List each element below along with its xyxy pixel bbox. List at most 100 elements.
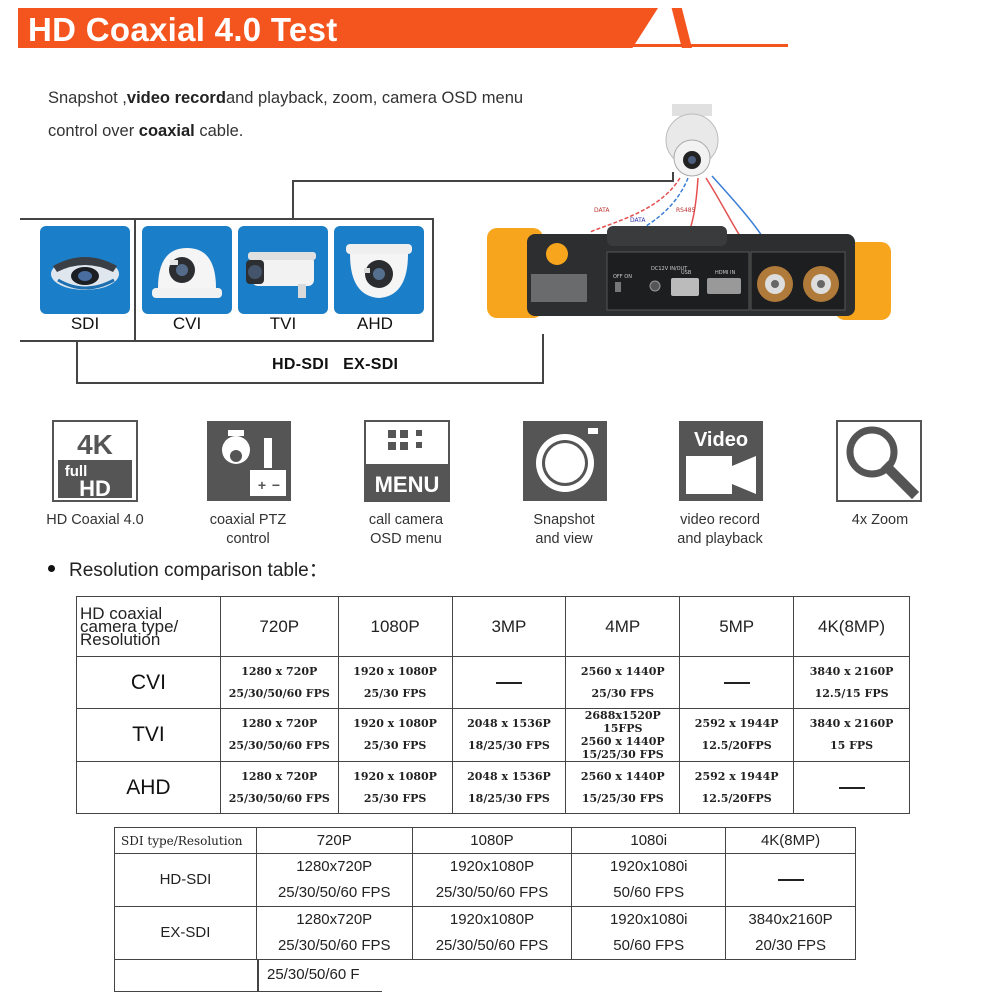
svg-text:−: − [272, 477, 280, 493]
tester-device-illustration: DC12V IN/OUT USB HDMI IN OFF ON [487, 226, 891, 320]
ptz-camera-icon: + − [206, 420, 292, 502]
connector-line [292, 180, 674, 182]
sdi-camera-icon [40, 226, 130, 314]
resolution-heading: Resolution comparison table： [48, 555, 328, 582]
connector-line [76, 342, 78, 384]
table-corner-label: HD coaxial camera type/ Resolution [76, 596, 221, 657]
camera-label-tvi: TVI [269, 314, 297, 333]
table-column-header: 4MP [565, 596, 681, 657]
header-stripe [671, 8, 692, 48]
feature-label-zoom: 4x Zoom [851, 512, 909, 528]
dash-placeholder [723, 681, 750, 684]
intro-line-1: Snapshot ,video recordand playback, zoom… [48, 89, 524, 107]
dash-placeholder [838, 786, 865, 789]
port-label-usb: USB [681, 270, 692, 276]
table-column-header: 4K(8MP) [793, 596, 910, 657]
feature-label-hd-coaxial: HD Coaxial 4.0 [46, 512, 144, 528]
sdi-formats-label: HD-SDI EX-SDI [272, 356, 399, 373]
table-cell: 25/30/50/60 F [267, 966, 360, 983]
svg-text:HD: HD [79, 476, 111, 501]
connector-line [76, 382, 544, 384]
snapshot-icon [522, 420, 608, 502]
4k-full-hd-icon: 4K full HD [52, 420, 138, 502]
header-underline [18, 44, 788, 47]
table-column-header: 1080P [411, 827, 573, 854]
svg-text:+: + [258, 477, 266, 493]
table-column-header: 3MP [451, 596, 567, 657]
table-column-header: 4K(8MP) [725, 827, 856, 854]
connector-line [292, 180, 294, 218]
ptz-camera-illustration: DATA DATA RS485 [589, 104, 763, 237]
feature-label-ptz: coaxial PTZ control [209, 512, 287, 547]
dash-placeholder [777, 879, 804, 882]
video-camera-icon: Video [678, 420, 764, 502]
zoom-magnifier-icon [836, 420, 922, 502]
header-red-bar [18, 8, 658, 48]
table-column-header: 1080i [571, 827, 727, 854]
table-row-label: CVI [76, 656, 221, 709]
camera-label-sdi: SDI [70, 314, 100, 333]
ahd-dome-camera-icon [334, 226, 424, 314]
page-title: HD Coaxial 4.0 Test [28, 11, 338, 48]
table-column-header: 5MP [679, 596, 795, 657]
port-label-power: OFF ON [613, 274, 632, 280]
svg-text:4K: 4K [77, 429, 113, 460]
svg-text:Video: Video [694, 429, 748, 451]
connector-line [542, 334, 544, 384]
table-cell [679, 656, 795, 709]
table-corner-label: SDI type/Resolution [114, 827, 257, 854]
camera-types-divider [134, 218, 136, 342]
feature-label-osd: call camera OSD menu [368, 512, 444, 547]
table-row-label: TVI [76, 708, 221, 762]
svg-text:MENU: MENU [375, 472, 440, 497]
table-row-label: EX-SDI [114, 906, 257, 960]
header-banner: HD Coaxial 4.0 Test [18, 8, 692, 48]
menu-icon: MENU [364, 420, 450, 502]
cable-label: DATA [594, 207, 610, 214]
intro-text: Snapshot ,video recordand playback, zoom… [48, 82, 523, 148]
table-cell [725, 853, 856, 907]
feature-label-snapshot: Snapshot and view [533, 512, 595, 547]
tvi-bullet-camera-icon [238, 226, 328, 314]
table-column-header: 720P [255, 827, 413, 854]
camera-label-cvi: CVI [172, 314, 202, 333]
table-column-header: 720P [219, 596, 339, 657]
feature-label-video: video record and playback [677, 512, 763, 547]
cable-label: DATA [630, 217, 646, 224]
camera-types-box [20, 218, 434, 342]
bullet-icon [48, 565, 55, 573]
table-row-label: HD-SDI [114, 853, 257, 907]
connector-line [672, 172, 674, 182]
svg-text:full: full [65, 463, 88, 480]
table-row-partial: 25/30/50/60 F [114, 960, 382, 992]
cable-label: RS485 [676, 207, 696, 214]
port-label-hdmi: HDMI IN [715, 270, 735, 276]
cvi-dome-camera-icon [142, 226, 232, 314]
camera-label-ahd: AHD [357, 314, 393, 333]
